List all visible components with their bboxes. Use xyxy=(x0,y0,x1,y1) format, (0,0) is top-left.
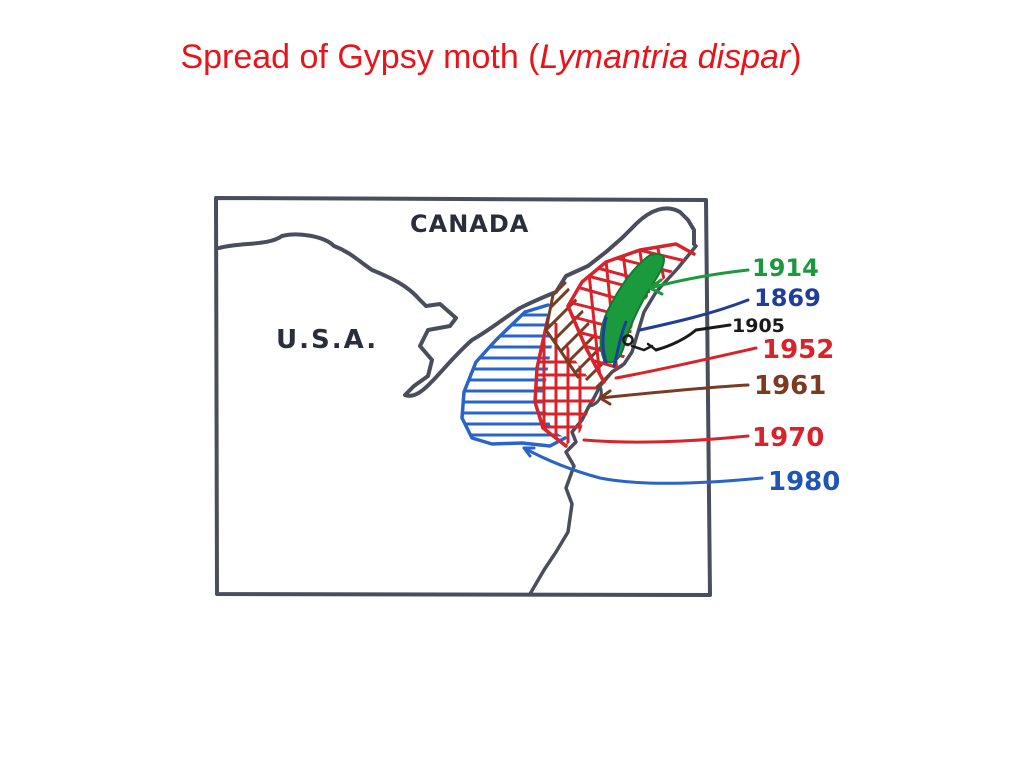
pointer-1961 xyxy=(598,383,750,406)
title-suffix: ) xyxy=(790,38,802,76)
pointer-1914 xyxy=(648,268,750,296)
label-usa: U.S.A. xyxy=(276,325,378,355)
legend-pointers xyxy=(522,268,764,485)
pointer-1905 xyxy=(654,323,732,352)
border-outline xyxy=(217,206,696,398)
pointer-1869 xyxy=(638,298,750,332)
label-canada: CANADA xyxy=(410,210,529,238)
pointer-1980 xyxy=(522,446,764,485)
legend-year-1980: 1980 xyxy=(768,467,840,497)
legend-year-1905: 1905 xyxy=(732,315,785,337)
pointer-1952 xyxy=(614,346,758,380)
map-frame xyxy=(214,196,712,597)
origin-1869 xyxy=(622,334,658,352)
legend-year-1961: 1961 xyxy=(754,371,826,401)
slide-title: Spread of Gypsy moth (Lymantria dispar) xyxy=(0,38,982,77)
legend: 1914 1869 1905 1952 1961 1970 1980 xyxy=(732,254,840,497)
legend-year-1869: 1869 xyxy=(754,284,821,312)
title-prefix: Spread of Gypsy moth ( xyxy=(180,38,540,76)
legend-year-1914: 1914 xyxy=(752,254,819,282)
title-species: Lymantria dispar xyxy=(539,38,791,76)
zone-1905 xyxy=(601,316,628,368)
legend-year-1952: 1952 xyxy=(762,335,834,365)
pointer-1970 xyxy=(582,434,750,444)
legend-year-1970: 1970 xyxy=(752,423,824,453)
